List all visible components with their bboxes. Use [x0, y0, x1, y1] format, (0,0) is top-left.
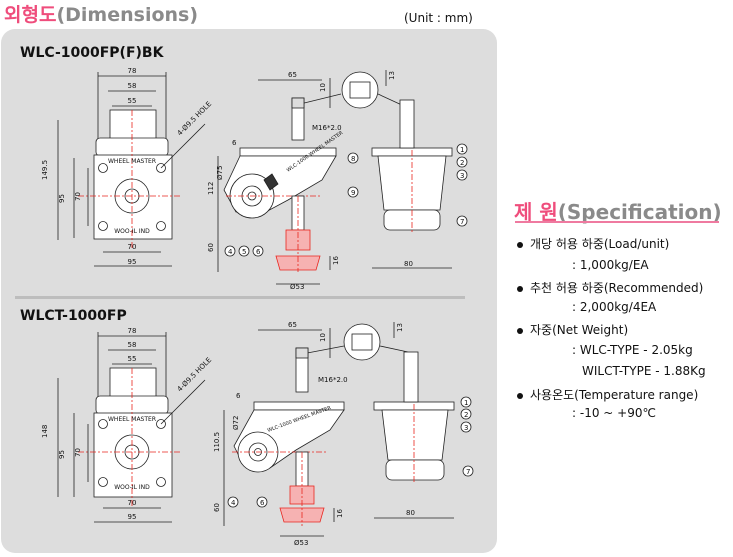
front-view-top: 78 58 55 WHEEL MASTER WOO-IL IND 149.5 9… [41, 67, 213, 267]
hole-note-b: 4-Ø9.5 HOLE [176, 356, 213, 393]
hole-note: 4-Ø9.5 HOLE [176, 100, 213, 137]
dim-dia-wheel: Ø75 [216, 166, 224, 180]
bullet-icon [517, 392, 523, 399]
bullet-icon [517, 241, 523, 248]
callout-2: 2 [460, 159, 464, 167]
callout-1: 1 [460, 146, 464, 154]
dim-95-h-b: 95 [128, 513, 137, 521]
bullet-icon [517, 285, 523, 292]
spec-item-recommended: 추천 허용 하중(Recommended) [517, 279, 703, 296]
dim-16: 16 [332, 256, 340, 265]
side-view-top: 65 10 13 M16*2.0 6 WLC-1000 WHEEL MASTER… [207, 70, 405, 291]
callout-3-b: 3 [464, 424, 468, 432]
front-view-bottom: 78 58 55 WHEEL MASTER WOO-IL IND 148 95 … [41, 327, 213, 523]
callout-8: 8 [351, 155, 355, 163]
dim-13: 13 [388, 71, 396, 80]
spec-item-weight: 자중(Net Weight) [517, 321, 628, 338]
bullet-icon [517, 327, 523, 334]
spec-value-weight-wilct: WILCT-TYPE - 1.88Kg [582, 364, 706, 378]
dim-16-b: 16 [336, 509, 344, 518]
dim-70-h-b: 70 [128, 499, 137, 507]
callout-5: 5 [242, 248, 246, 256]
end-view-top: 80 1 2 3 7 8 9 4 5 6 [224, 99, 468, 269]
dim-95-v: 95 [58, 194, 66, 203]
dim-55: 55 [128, 97, 137, 105]
dim-10: 10 [319, 83, 327, 92]
spec-value-weight-wlc: : WLC-TYPE - 2.05kg [572, 343, 693, 357]
callout-7-b: 7 [466, 468, 470, 476]
dim-65-b: 65 [288, 321, 297, 329]
dim-58-b: 58 [128, 341, 137, 349]
dim-13-b: 13 [396, 323, 404, 332]
callout-1-b: 1 [464, 399, 468, 407]
callout-6: 6 [256, 248, 261, 256]
callout-3: 3 [460, 172, 464, 180]
callout-4: 4 [228, 248, 233, 256]
dim-60: 60 [207, 243, 215, 252]
dim-78: 78 [128, 67, 137, 75]
dim-dia53-b: Ø53 [294, 539, 308, 547]
dim-dia-wheel-b: Ø72 [232, 416, 240, 430]
dim-95-h: 95 [128, 258, 137, 266]
model-name-top: WLC-1000FP(F)BK [20, 45, 164, 61]
dim-dia53: Ø53 [290, 283, 304, 291]
spec-value-temperature: : -10 ~ +90℃ [572, 406, 656, 420]
dim-148: 148 [41, 425, 49, 438]
dim-70-v-b: 70 [74, 448, 82, 457]
plate-mark: WOO-IL IND [114, 228, 150, 235]
spec-item-load: 개당 허용 하중(Load/unit) [517, 235, 669, 252]
dim-58: 58 [128, 82, 137, 90]
thread-note: M16*2.0 [312, 124, 342, 132]
dim-95-v-b: 95 [58, 450, 66, 459]
dim-10-b: 10 [319, 333, 327, 342]
side-view-bottom: 65 10 13 M16*2.0 6 WLC-1000 WHEEL MASTER… [213, 321, 409, 547]
dim-112: 112 [207, 182, 215, 195]
unit-note: (Unit : mm) [404, 11, 473, 25]
model-name-bottom: WLCT-1000FP [20, 308, 127, 324]
dim-149-5: 149.5 [41, 160, 49, 180]
callout-9: 9 [351, 189, 355, 197]
dim-80-b: 80 [406, 509, 415, 517]
dim-60-b: 60 [213, 503, 221, 512]
page-title: 외형도(Dimensions) [4, 4, 199, 26]
dim-70-h: 70 [128, 243, 137, 251]
dim-6-b: 6 [236, 392, 241, 400]
dim-110-5: 110.5 [213, 432, 221, 452]
spec-value-load: : 1,000kg/EA [572, 258, 649, 272]
spec-item-temperature: 사용온도(Temperature range) [517, 386, 698, 403]
spec-title: 제 원(Specification) [514, 200, 722, 224]
plate-mark-b: WOO-IL IND [114, 484, 150, 491]
callout-6-b: 6 [260, 499, 265, 507]
dim-6: 6 [232, 139, 237, 147]
dim-65: 65 [288, 71, 297, 79]
spec-value-recommended: : 2,000kg/4EA [572, 300, 657, 314]
plate-label: WHEEL MASTER [108, 158, 156, 165]
end-view-bottom: 80 1 2 3 7 4 6 [227, 351, 474, 519]
dim-80: 80 [404, 260, 413, 268]
spec-underline [515, 221, 719, 223]
panel-divider [15, 296, 465, 299]
dim-70-v: 70 [74, 192, 82, 201]
callout-4-b: 4 [231, 499, 236, 507]
callout-7: 7 [460, 218, 464, 226]
callout-2-b: 2 [464, 411, 468, 419]
dim-78-b: 78 [128, 327, 137, 335]
thread-note-b: M16*2.0 [318, 376, 348, 384]
plate-label-b: WHEEL MASTER [108, 416, 156, 423]
dim-55-b: 55 [128, 355, 137, 363]
